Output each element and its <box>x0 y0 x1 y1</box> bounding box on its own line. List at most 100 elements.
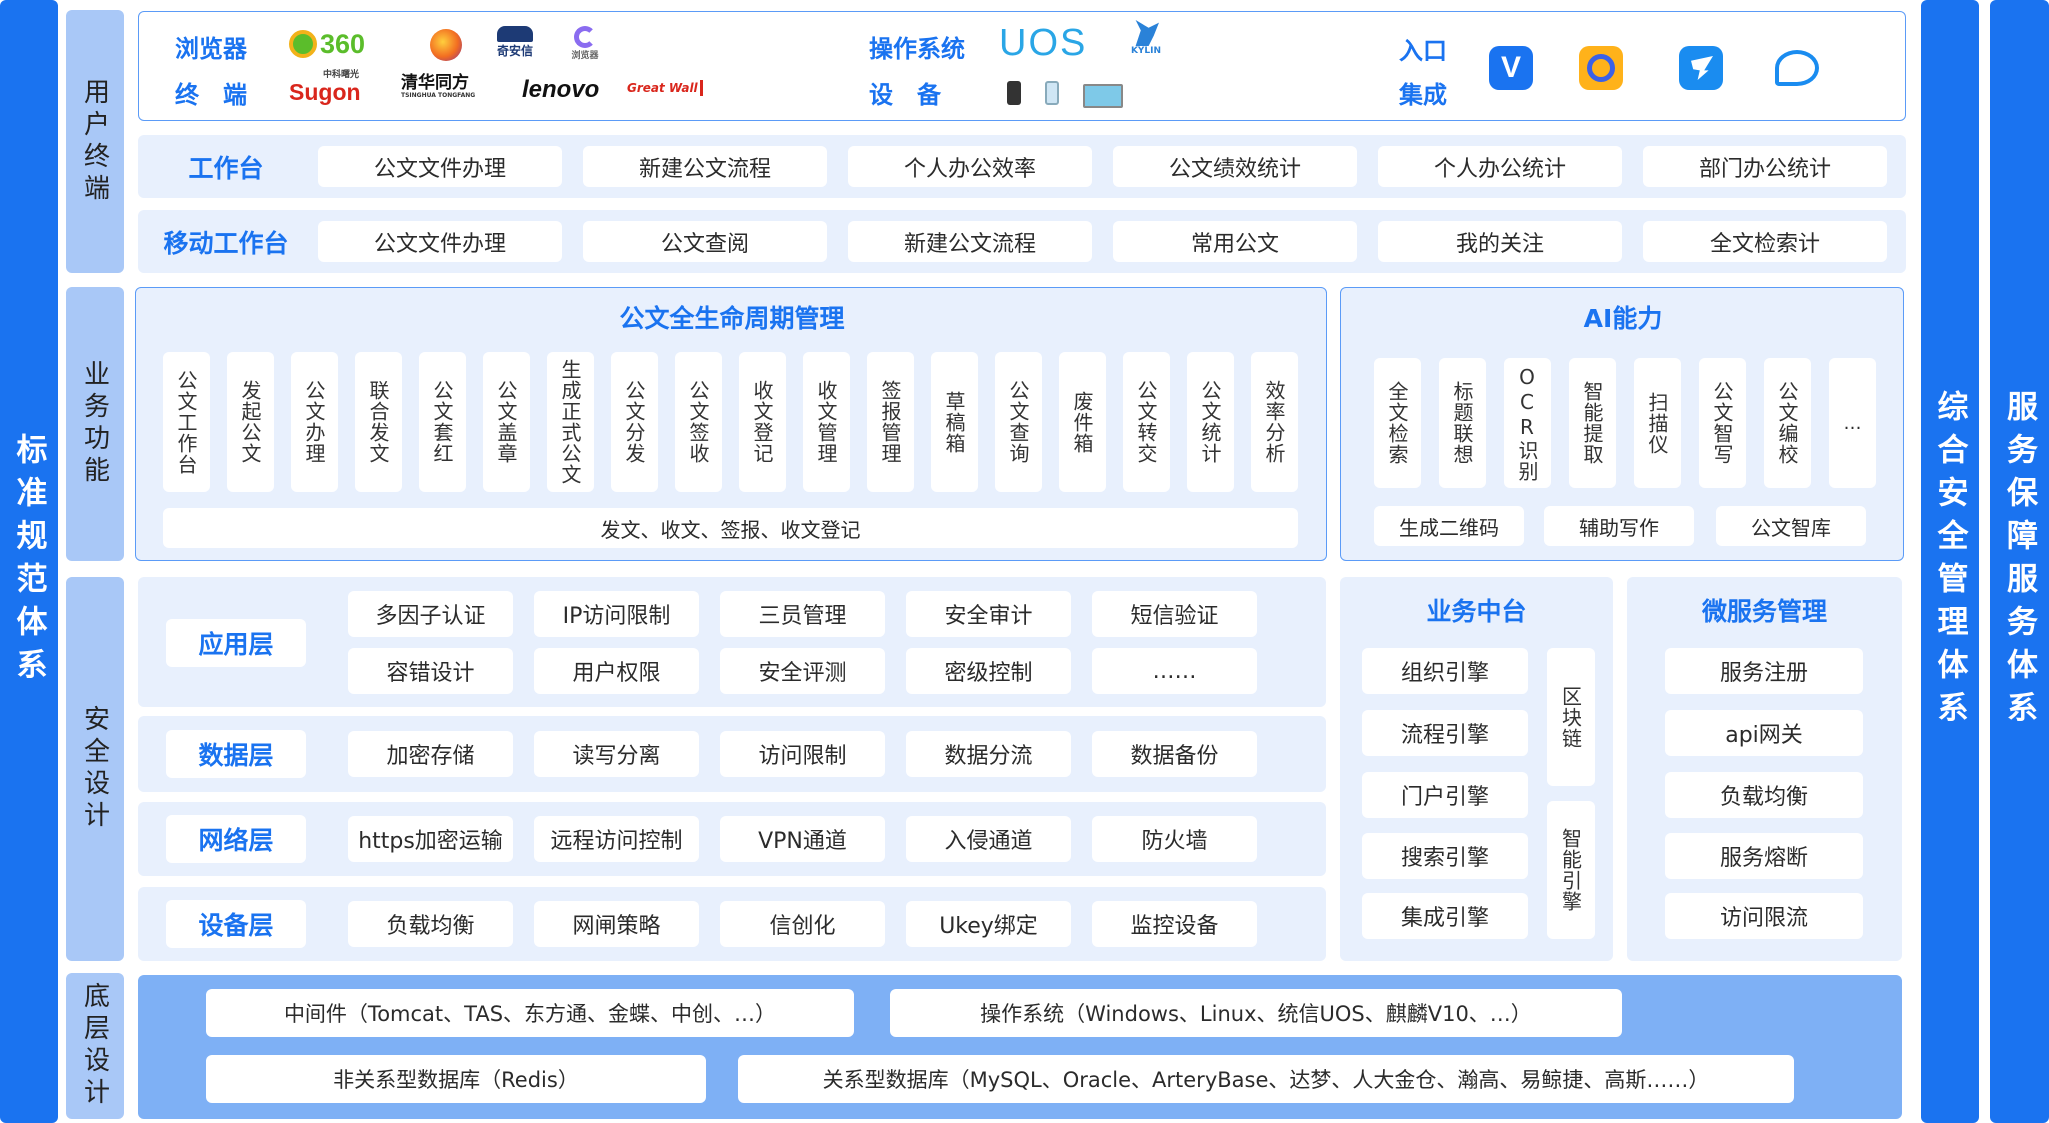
lifecycle-item[interactable]: 公文套红 <box>419 352 466 492</box>
workbench-item[interactable]: 新建公文流程 <box>583 146 827 187</box>
mobile-item[interactable]: 全文检索计 <box>1643 221 1887 262</box>
ai-item[interactable]: 公文智写 <box>1699 358 1746 488</box>
app-layer-item[interactable]: 密级控制 <box>906 648 1071 694</box>
ai-bottom-item[interactable]: 生成二维码 <box>1374 506 1524 546</box>
data-layer-item[interactable]: 访问限制 <box>720 731 885 777</box>
app-layer-item[interactable]: 三员管理 <box>720 591 885 637</box>
lifecycle-item[interactable]: 公文查询 <box>995 352 1042 492</box>
device-layer-item[interactable]: 信创化 <box>720 901 885 947</box>
network-layer-item[interactable]: 防火墙 <box>1092 816 1257 862</box>
lifecycle-item[interactable]: 生成正式公文 <box>547 352 594 492</box>
device-layer-item[interactable]: 监控设备 <box>1092 901 1257 947</box>
lifecycle-item[interactable]: 公文盖章 <box>483 352 530 492</box>
app-layer-item[interactable]: …… <box>1092 648 1257 694</box>
microservice-item[interactable]: 负载均衡 <box>1665 772 1863 818</box>
device-layer-item[interactable]: Ukey绑定 <box>906 901 1071 947</box>
security-data-layer: 数据层 加密存储 读写分离 访问限制 数据分流 数据备份 <box>138 716 1326 792</box>
lifecycle-item[interactable]: 联合发文 <box>355 352 402 492</box>
network-layer-item[interactable]: 远程访问控制 <box>534 816 699 862</box>
lifecycle-item[interactable]: 发起公文 <box>227 352 274 492</box>
app-layer-item[interactable]: 安全审计 <box>906 591 1071 637</box>
kylin-icon <box>1135 20 1159 46</box>
lifecycle-item[interactable]: 草稿箱 <box>931 352 978 492</box>
device-layer-item[interactable]: 网闸策略 <box>534 901 699 947</box>
lifecycle-item[interactable]: 废件箱 <box>1059 352 1106 492</box>
lifecycle-item[interactable]: 公文工作台 <box>163 352 210 492</box>
app-layer-item[interactable]: IP访问限制 <box>534 591 699 637</box>
engine-item[interactable]: 门户引擎 <box>1362 772 1528 818</box>
app-layer-item[interactable]: 容错设计 <box>348 648 513 694</box>
nosql-box[interactable]: 非关系型数据库（Redis） <box>206 1055 706 1103</box>
browser-icon <box>574 26 596 48</box>
data-layer-item[interactable]: 读写分离 <box>534 731 699 777</box>
mobile-item[interactable]: 新建公文流程 <box>848 221 1092 262</box>
security-management-bar: 综合安全管理体系 <box>1921 0 1979 1123</box>
middleware-box[interactable]: 中间件（Tomcat、TAS、东方通、金蝶、中创、…） <box>206 989 854 1037</box>
lifecycle-item[interactable]: 公文分发 <box>611 352 658 492</box>
v-app-icon[interactable]: V <box>1489 46 1533 90</box>
mobile-item[interactable]: 我的关注 <box>1378 221 1622 262</box>
lifecycle-item[interactable]: 公文转交 <box>1123 352 1170 492</box>
chat-app-icon[interactable] <box>1775 50 1819 86</box>
workbench-item[interactable]: 公文文件办理 <box>318 146 562 187</box>
ai-item[interactable]: 扫描仪 <box>1634 358 1681 488</box>
device-layer-item[interactable]: 负载均衡 <box>348 901 513 947</box>
workbench-item[interactable]: 个人办公统计 <box>1378 146 1622 187</box>
dingtalk-app-icon[interactable] <box>1679 46 1723 90</box>
ai-item[interactable]: OCR识别 <box>1504 358 1551 488</box>
network-layer-item[interactable]: https加密运输 <box>348 816 513 862</box>
security-network-layer: 网络层 https加密运输 远程访问控制 VPN通道 入侵通道 防火墙 <box>138 802 1326 876</box>
row-label-terminal: 用户终端 <box>66 10 124 273</box>
integration-label: 集成 <box>1399 81 1447 109</box>
engine-item[interactable]: 流程引擎 <box>1362 710 1528 756</box>
network-layer-item[interactable]: 入侵通道 <box>906 816 1071 862</box>
mobile-item[interactable]: 公文查阅 <box>583 221 827 262</box>
app-layer-item[interactable]: 短信验证 <box>1092 591 1257 637</box>
microservice-item[interactable]: 服务熔断 <box>1665 833 1863 879</box>
engine-item[interactable]: 组织引擎 <box>1362 648 1528 694</box>
microservice-item[interactable]: 访问限流 <box>1665 893 1863 939</box>
terminal-label: 终 端 <box>175 81 247 109</box>
wemeet-app-icon[interactable] <box>1579 46 1623 90</box>
workbench-item[interactable]: 部门办公统计 <box>1643 146 1887 187</box>
workbench-item[interactable]: 公文绩效统计 <box>1113 146 1357 187</box>
ai-item-more[interactable]: … <box>1829 358 1876 488</box>
app-layer-item[interactable]: 用户权限 <box>534 648 699 694</box>
app-layer-item[interactable]: 多因子认证 <box>348 591 513 637</box>
ai-bottom-item[interactable]: 公文智库 <box>1716 506 1866 546</box>
row-label-terminal-text: 用户终端 <box>79 77 110 206</box>
lifecycle-item[interactable]: 收文管理 <box>803 352 850 492</box>
lifecycle-item[interactable]: 效率分析 <box>1251 352 1298 492</box>
microservice-item[interactable]: api网关 <box>1665 710 1863 756</box>
network-layer-item[interactable]: VPN通道 <box>720 816 885 862</box>
ai-item[interactable]: 智能提取 <box>1569 358 1616 488</box>
logo-sugon: 中科曙光 Sugon <box>289 70 361 104</box>
microservice-item[interactable]: 服务注册 <box>1665 648 1863 694</box>
app-layer-item[interactable]: 安全评测 <box>720 648 885 694</box>
logo-browser: 浏览器 <box>565 26 605 61</box>
os-box[interactable]: 操作系统（Windows、Linux、统信UOS、麒麟V10、…） <box>890 989 1622 1037</box>
workbench-item[interactable]: 个人办公效率 <box>848 146 1092 187</box>
ai-item[interactable]: 标题联想 <box>1439 358 1486 488</box>
ai-item[interactable]: 全文检索 <box>1374 358 1421 488</box>
lifecycle-item[interactable]: 公文签收 <box>675 352 722 492</box>
smart-engine-item[interactable]: 智能引擎 <box>1547 801 1595 939</box>
lifecycle-item[interactable]: 签报管理 <box>867 352 914 492</box>
data-layer-item[interactable]: 加密存储 <box>348 731 513 777</box>
logo-tsinghua: 清华同方 TSINGHUA TONGFANG <box>401 74 475 99</box>
rdb-box[interactable]: 关系型数据库（MySQL、Oracle、ArteryBase、达梦、人大金仓、瀚… <box>738 1055 1794 1103</box>
blockchain-item[interactable]: 区块链 <box>1547 648 1595 786</box>
logo-360-text: 360 <box>320 28 366 59</box>
logo-browser-text: 浏览器 <box>571 51 599 61</box>
ai-bottom-item[interactable]: 辅助写作 <box>1544 506 1694 546</box>
ai-item[interactable]: 公文编校 <box>1764 358 1811 488</box>
lifecycle-item[interactable]: 收文登记 <box>739 352 786 492</box>
data-layer-item[interactable]: 数据分流 <box>906 731 1071 777</box>
lifecycle-item[interactable]: 公文办理 <box>291 352 338 492</box>
engine-item[interactable]: 搜索引擎 <box>1362 833 1528 879</box>
engine-item[interactable]: 集成引擎 <box>1362 893 1528 939</box>
mobile-item[interactable]: 公文文件办理 <box>318 221 562 262</box>
lifecycle-item[interactable]: 公文统计 <box>1187 352 1234 492</box>
mobile-item[interactable]: 常用公文 <box>1113 221 1357 262</box>
data-layer-item[interactable]: 数据备份 <box>1092 731 1257 777</box>
